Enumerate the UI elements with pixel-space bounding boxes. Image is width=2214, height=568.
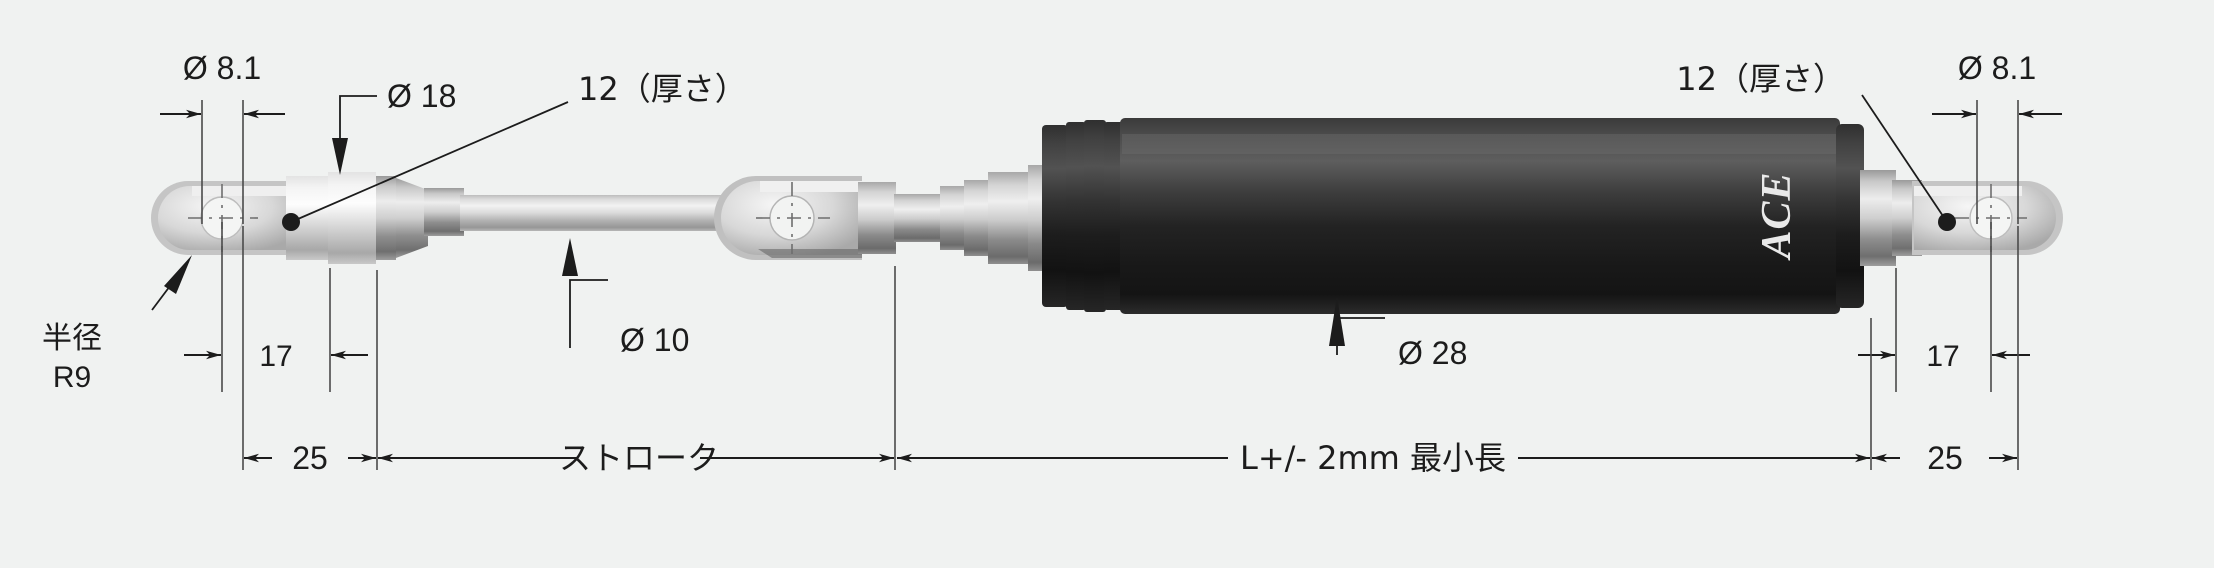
- dim-label-rod-10: Ø 10: [620, 322, 689, 358]
- cylinder-end-cap: [1836, 124, 1864, 308]
- dim-right-thickness: 12（厚さ）: [1676, 60, 1956, 231]
- dim-label-right-bore: Ø 8.1: [1958, 50, 2036, 86]
- left-eyelet-assembly: [151, 172, 730, 264]
- dim-cylinder-28: Ø 28: [1329, 296, 1467, 371]
- middle-step-a: [940, 186, 966, 250]
- dim-label-left-25: 25: [292, 440, 328, 476]
- eye-radius-arrowhead: [164, 255, 192, 294]
- middle-shaft: [894, 194, 942, 242]
- middle-step-b: [964, 180, 990, 256]
- dim-label-right-thickness: 12（厚さ）: [1676, 60, 1845, 98]
- dim-label-cylinder-28: Ø 28: [1398, 335, 1467, 371]
- dim-label-stroke: ストローク: [559, 439, 719, 477]
- left-taper: [396, 178, 428, 258]
- cylinder-28-arrowhead: [1329, 296, 1345, 346]
- dim-eye-radius: 半径 R9: [42, 255, 192, 394]
- dim-label-eye-radius-1: 半径: [42, 321, 102, 356]
- dim-label-right-17: 17: [1926, 340, 1959, 373]
- middle-eyelet-shadow: [758, 249, 862, 258]
- sleeve-18-arrowhead: [332, 138, 348, 175]
- product-illustration: ACE: [151, 118, 2063, 314]
- left-sleeve-step: [376, 176, 396, 260]
- dim-label-min-length: L+/- 2mm 最小長: [1240, 439, 1506, 477]
- dim-label-eye-radius-2: R9: [53, 361, 91, 394]
- dim-right-17: 17: [1858, 222, 2030, 392]
- dim-sleeve-18: Ø 18: [332, 78, 456, 175]
- middle-collar: [858, 182, 896, 254]
- dim-right-bore-8-1: Ø 8.1: [1932, 50, 2062, 224]
- eyelet-centerlines: [188, 182, 2027, 254]
- left-sleeve-18: [328, 172, 376, 264]
- piston-rod: [460, 195, 730, 231]
- dim-min-length: L+/- 2mm 最小長: [897, 439, 1870, 477]
- right-thickness-leader: [1861, 94, 1948, 223]
- dim-label-right-25: 25: [1927, 440, 1963, 476]
- cylinder-seal-ring-4: [1104, 122, 1124, 310]
- dim-right-25: 25: [1872, 440, 2017, 476]
- right-eyelet-assembly: [1860, 170, 2063, 266]
- sleeve-18-leader: [339, 95, 377, 170]
- left-eyelet-highlight: [192, 186, 304, 196]
- middle-step-c: [988, 172, 1030, 264]
- ace-brand-label: ACE: [1754, 171, 1800, 261]
- rod-10-leader: [569, 279, 608, 348]
- cylinder-28-leader: [1336, 317, 1385, 355]
- cylinder-body-assembly: ACE: [1042, 118, 1864, 314]
- cylinder-tube: [1120, 118, 1840, 314]
- left-rod-shoulder: [424, 188, 464, 236]
- dim-rod-10: Ø 10: [562, 238, 689, 358]
- dim-label-left-bore: Ø 8.1: [183, 50, 261, 86]
- dim-label-sleeve-18: Ø 18: [387, 78, 456, 114]
- dim-label-left-thickness: 12（厚さ）: [578, 70, 747, 108]
- right-collar: [1860, 170, 1896, 266]
- right-eyelet-highlight: [1914, 186, 2022, 196]
- dim-left-thickness: 12（厚さ）: [282, 70, 747, 231]
- left-thickness-leader: [290, 101, 569, 223]
- bottom-extension-lines: [242, 226, 2019, 470]
- cylinder-seal-ring-3: [1084, 120, 1106, 312]
- cylinder-top-highlight: [1122, 134, 1838, 154]
- middle-eyelet-highlight: [760, 181, 862, 192]
- cylinder-seal-ring-2: [1066, 122, 1086, 310]
- cylinder-seal-ring-1: [1042, 125, 1068, 307]
- dim-left-25: 25: [244, 440, 376, 476]
- rod-10-arrowhead: [562, 238, 578, 276]
- right-thickness-dot: [1938, 213, 1956, 231]
- dim-left-bore-8-1: Ø 8.1: [160, 50, 285, 224]
- dim-left-17: 17: [184, 222, 368, 392]
- dim-label-left-17: 17: [259, 340, 292, 373]
- left-thickness-dot: [282, 213, 300, 231]
- dim-stroke: ストローク: [378, 439, 894, 477]
